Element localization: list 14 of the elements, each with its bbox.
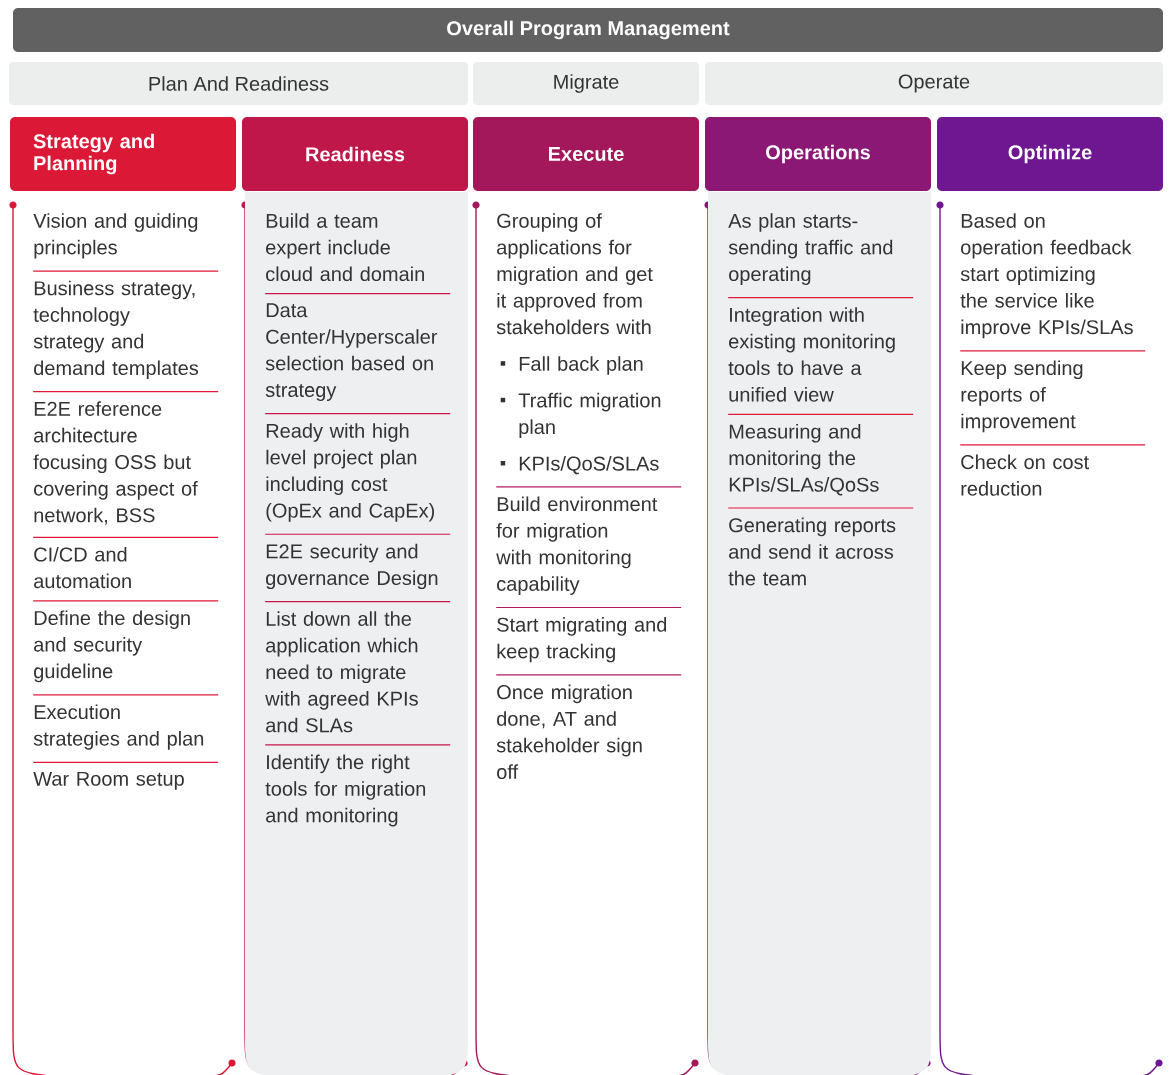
column-panel: Vision and guiding principles Business strategy, technology strategy and demand templates E2E reference architecture focusing OSS but covering aspect of network, BSS CI/CD and automation Define the design and security guideline Execution strategies and plan War Room setup xyxy=(32,213,219,790)
phase-header: Operations xyxy=(705,117,931,191)
phase-bar: Plan And Readiness xyxy=(9,62,468,105)
title-bar: Overall Program Management xyxy=(13,8,1163,52)
phase-header: Strategy and Planning xyxy=(10,117,236,191)
column-panel: Grouping of applications for migration and get it approved from stakeholders with Fall back plan Traffic migration plan KPIs/QoS/SLAs Build environment for migration with monitoring capability Start migrating and keep tracking Once migration done, AT and stakeholder sign off xyxy=(495,213,682,780)
column-panel: Build a team expert include cloud and domain Data Center/Hyperscaler selection based on strategy Ready with high level project plan including cost (OpEx and CapEx) E2E security and governance Design List down all the application which need to migrate with agreed KPIs and SLAs Identify the right tools for migration and monitoring xyxy=(245,192,468,1075)
phase-header: Readiness xyxy=(242,117,468,191)
column-panel: Based on operation feedback start optimizing the service like improve KPIs/SLAs Keep sending reports of improvement Check on cost reduction xyxy=(959,213,1146,496)
phase-bar: Operate xyxy=(705,62,1163,105)
phase-header: Optimize xyxy=(937,117,1163,191)
column-panel: As plan starts-sending traffic and operating Integration with existing monitoring tools to have a unified view Measuring and monitoring the KPIs/SLAs/QoSs Generating reports and send it across the team xyxy=(708,192,931,1075)
phase-header: Execute xyxy=(473,117,699,191)
phase-bar: Migrate xyxy=(473,62,699,105)
